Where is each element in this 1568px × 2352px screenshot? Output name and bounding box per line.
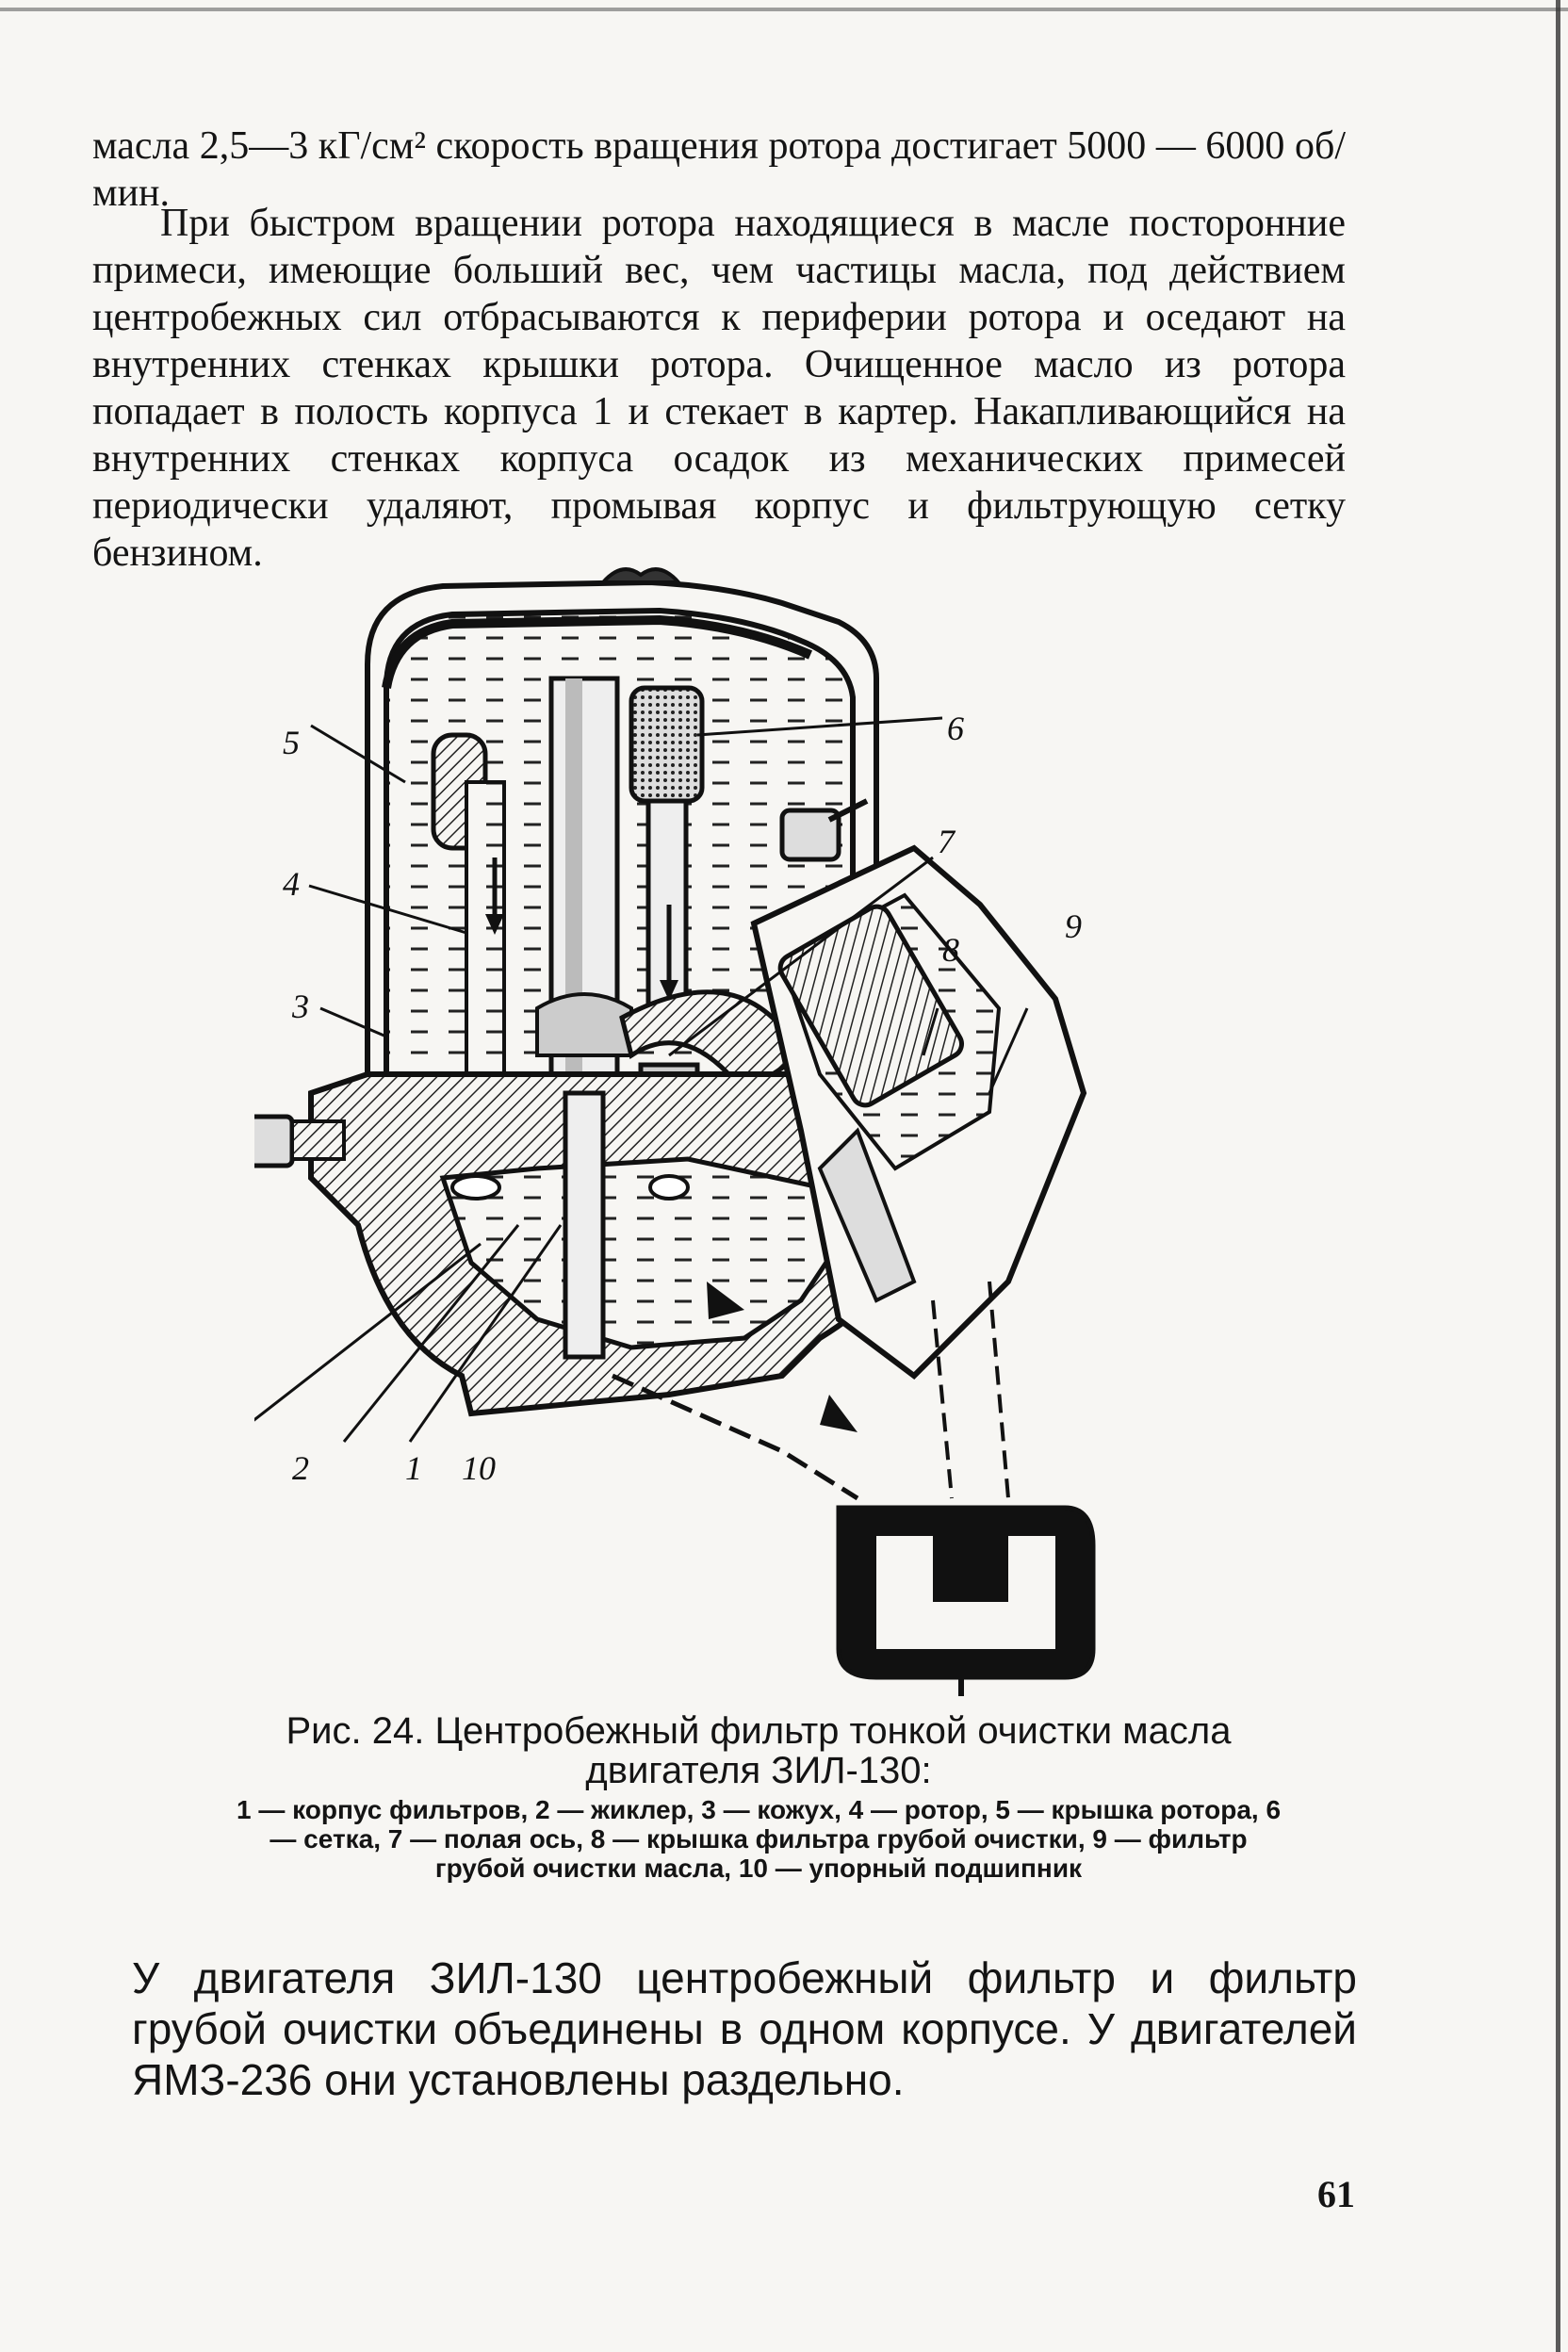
page-number: 61: [1317, 2173, 1355, 2215]
paragraph-1: масла 2,5—3 кГ/см² скорость вращения рот…: [92, 124, 1346, 215]
paragraph-2: При быстром вращении ротора находящиеся …: [92, 202, 1346, 575]
filter-illustration: 5 4 3 6 7 8 9 2 1 10: [254, 567, 1096, 1696]
coarse-filter-shape: [611, 798, 1096, 1696]
callout-3: 3: [291, 988, 309, 1025]
callout-5: 5: [283, 724, 300, 761]
callout-1: 1: [405, 1449, 422, 1487]
callout-4: 4: [283, 865, 300, 903]
callout-7: 7: [938, 823, 956, 860]
scan-edge-right: [1556, 0, 1560, 2352]
callout-10: 10: [462, 1449, 496, 1487]
scan-edge-top: [0, 8, 1568, 11]
paragraph-3: У двигателя ЗИЛ-130 центробежный фильтр …: [132, 1953, 1357, 2104]
callout-leaders: [254, 716, 1029, 1443]
callout-9: 9: [1065, 907, 1082, 945]
callout-2: 2: [292, 1449, 309, 1487]
callout-8: 8: [942, 931, 959, 969]
figure-caption-title: Рис. 24. Центробежный фильтр тонкой очис…: [286, 1710, 1232, 1791]
figure-caption-legend: 1 — корпус фильтров, 2 — жиклер, 3 — кож…: [236, 1795, 1282, 1883]
callout-6: 6: [947, 710, 964, 747]
base-shape: [254, 1071, 956, 1417]
